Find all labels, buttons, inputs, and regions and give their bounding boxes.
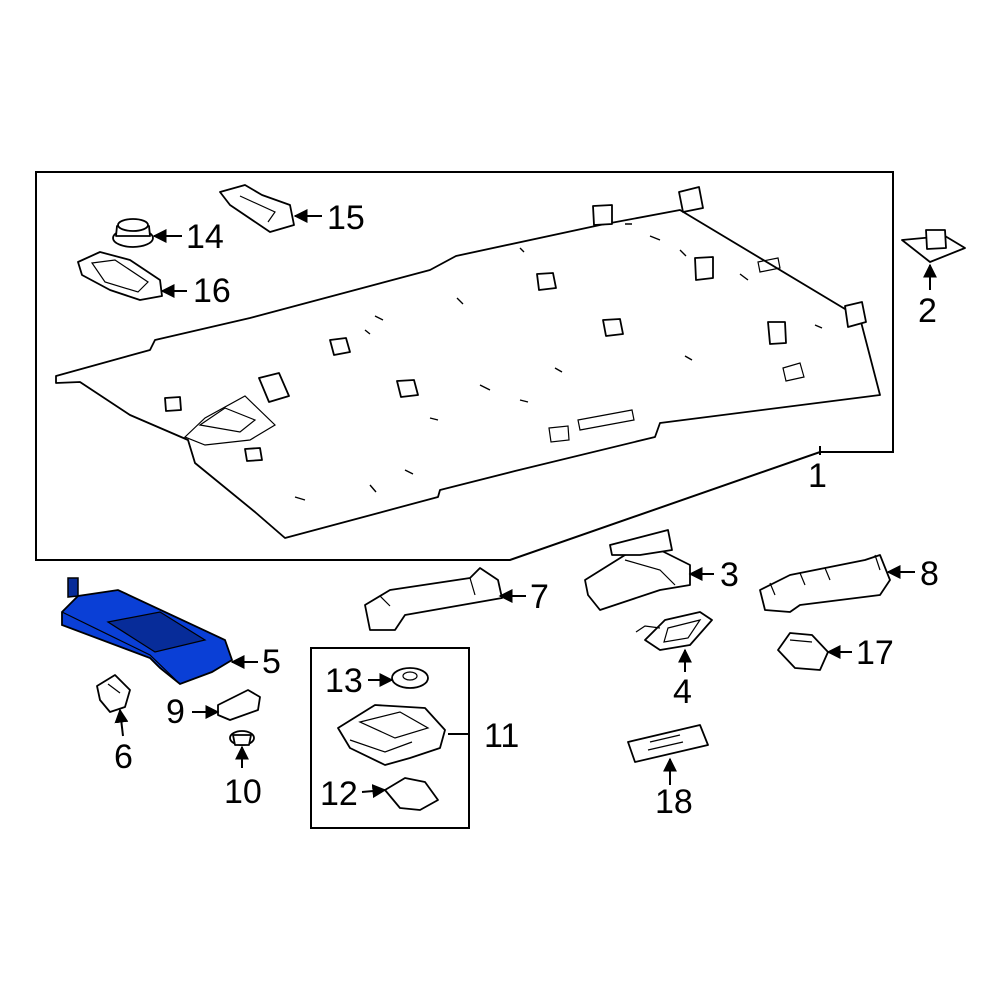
- callout-12: 12: [320, 775, 358, 813]
- callout-6: 6: [114, 738, 133, 776]
- callout-17: 17: [856, 634, 894, 672]
- handle-part-8[interactable]: [759, 554, 891, 613]
- callout-5: 5: [262, 643, 281, 681]
- bezel-part-16[interactable]: [77, 251, 163, 301]
- console-part-11[interactable]: [337, 704, 446, 766]
- switch-part-18[interactable]: [627, 724, 709, 763]
- lamp-part-4[interactable]: [635, 611, 713, 651]
- callout-16: 16: [193, 272, 231, 310]
- holder-part-6[interactable]: [96, 674, 131, 713]
- lamp-part-17[interactable]: [777, 632, 829, 671]
- headliner-part[interactable]: [55, 186, 881, 539]
- clip-part-9[interactable]: [217, 689, 261, 721]
- cover-part-12[interactable]: [384, 777, 439, 811]
- callout-14: 14: [186, 218, 224, 256]
- callout-15: 15: [327, 199, 365, 237]
- callout-7: 7: [530, 578, 549, 616]
- leader-lines: [114, 209, 937, 799]
- clip-part-2[interactable]: [901, 229, 966, 263]
- callout-18: 18: [655, 783, 693, 821]
- plug-part-14[interactable]: [112, 218, 154, 248]
- bracket-part-15[interactable]: [219, 184, 295, 233]
- console-group-frame: [310, 647, 470, 829]
- plug-part-13[interactable]: [391, 667, 429, 689]
- clip-part-10[interactable]: [229, 730, 255, 746]
- callout-13: 13: [325, 662, 363, 700]
- handle-part-7[interactable]: [364, 567, 503, 631]
- callout-2: 2: [918, 292, 937, 330]
- callout-1: 1: [808, 457, 827, 495]
- callout-11: 11: [484, 717, 519, 755]
- callout-8: 8: [920, 555, 939, 593]
- callout-3: 3: [720, 556, 739, 594]
- callout-10: 10: [224, 773, 262, 811]
- callout-4: 4: [673, 673, 692, 711]
- bracket-part-3[interactable]: [584, 529, 691, 611]
- sun-visor-part-5[interactable]: [61, 577, 234, 686]
- callout-9: 9: [166, 693, 185, 731]
